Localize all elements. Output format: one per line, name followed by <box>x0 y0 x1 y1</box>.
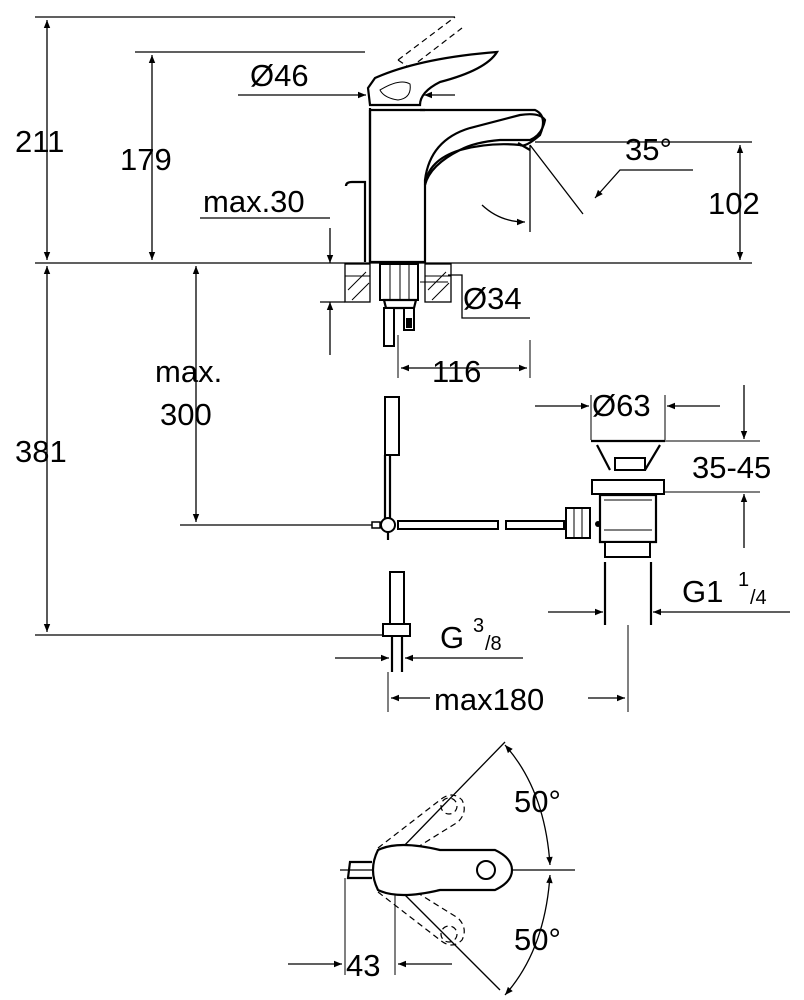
lever-detail <box>379 81 411 101</box>
dim-35-arc <box>481 204 526 226</box>
lever-top-hole <box>476 860 496 880</box>
fixing-nut <box>382 298 418 310</box>
spout <box>420 108 545 186</box>
dim-35-leader <box>594 169 693 199</box>
popup-link-horizontal <box>397 520 499 530</box>
dim-50-top-arc <box>504 744 553 866</box>
waste-pivot-point <box>595 521 601 527</box>
deck-section <box>344 263 452 303</box>
dim-3545-label: 35-45 <box>692 450 771 485</box>
dim-46-label: Ø46 <box>250 58 309 93</box>
dim-g114-den: /4 <box>750 587 767 609</box>
popup-rod-lower <box>384 396 400 456</box>
waste-cap <box>614 457 646 471</box>
tap-side-view: Ø34 <box>344 16 547 347</box>
dim-max300-label-1: max. <box>155 354 222 389</box>
dim-211-label: 211 <box>15 124 64 159</box>
waste-lower <box>604 541 651 558</box>
waste-flange <box>591 479 665 495</box>
dim-43-label: 43 <box>346 948 380 983</box>
dim-max300-label-2: 300 <box>160 397 212 432</box>
supply-nut <box>382 623 411 637</box>
dim-34-label: Ø34 <box>463 281 522 316</box>
dim-g114-main: G1 <box>682 574 723 609</box>
pop-up-linkage <box>371 396 565 672</box>
dim-g38-main: G <box>440 620 464 655</box>
waste-fitting <box>565 439 665 625</box>
dim-34-leader <box>448 274 530 319</box>
shank <box>379 263 419 301</box>
dim-50-bottom-label: 50° <box>514 922 561 957</box>
dim-g114-num: 1 <box>738 569 749 591</box>
popup-link-right <box>505 520 565 530</box>
popup-clip <box>380 517 396 533</box>
waste-pivot-nut <box>565 507 591 539</box>
dim-max30-label: max.30 <box>203 184 305 219</box>
dim-179-label: 179 <box>120 142 172 177</box>
dim-116-label: 116 <box>432 354 481 389</box>
dim-g38-den: /8 <box>485 633 502 655</box>
dim-381-label: 381 <box>15 434 67 469</box>
dim-50-top-label: 50° <box>514 784 561 819</box>
dim-63-label: Ø63 <box>592 388 651 423</box>
waste-body <box>598 493 658 544</box>
popup-rod <box>344 180 367 262</box>
lever <box>366 50 500 107</box>
lever-rotated-up <box>377 794 465 859</box>
dim-35-label: 35° <box>625 132 672 167</box>
supply-hose-upper-1 <box>383 307 395 347</box>
supply-hose-tip <box>406 318 412 328</box>
spout-axis-angled <box>529 144 584 215</box>
dim-g38-num: 3 <box>473 615 484 637</box>
tap-body <box>368 110 547 264</box>
supply-hose-lower <box>389 571 405 625</box>
spout-outlet <box>517 142 531 151</box>
lever-rotated-down <box>377 881 465 946</box>
dim-50-bottom-arc <box>504 874 553 996</box>
tap-top-view: 50° 50° 43 <box>288 741 575 996</box>
dim-max180-label: max180 <box>434 682 544 717</box>
dim-102-label: 102 <box>708 186 760 221</box>
